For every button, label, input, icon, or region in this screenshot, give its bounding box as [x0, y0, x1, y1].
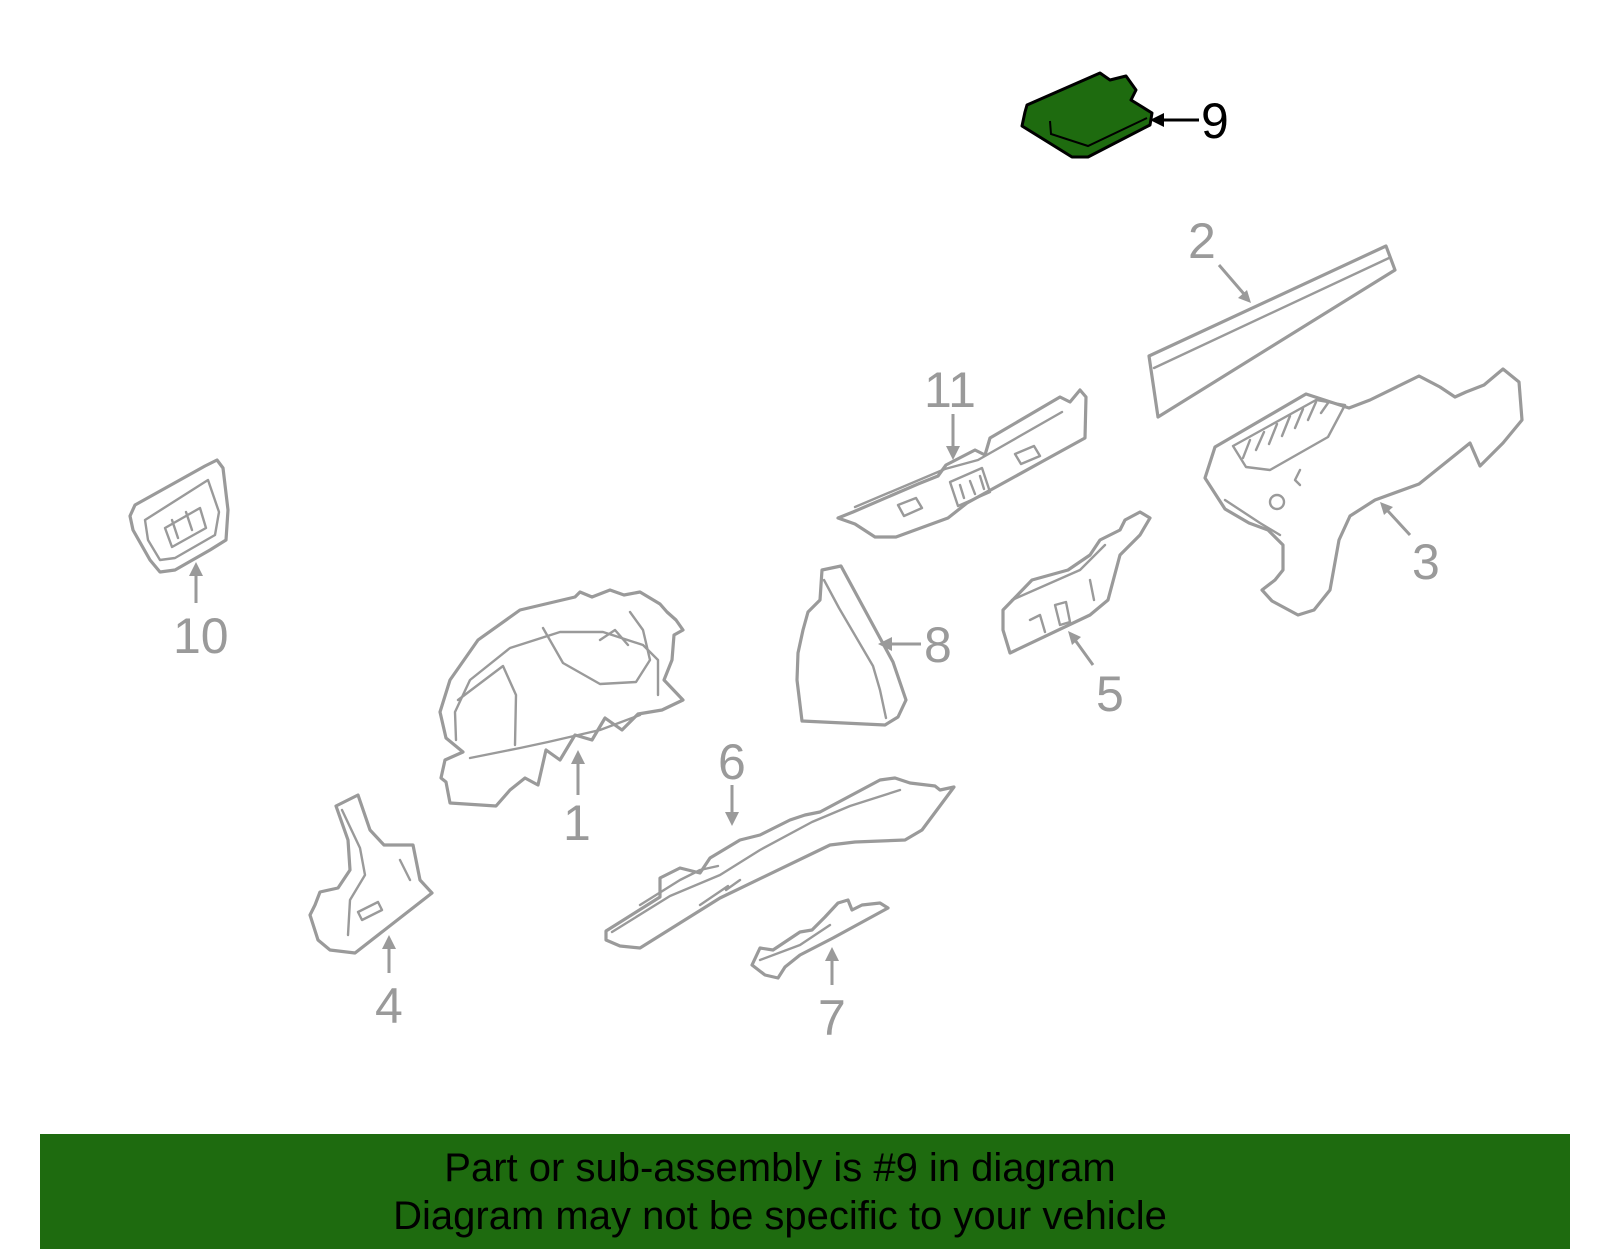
callout-leader-1 — [571, 750, 585, 795]
callout-leader-4 — [382, 935, 396, 973]
callout-leader-2 — [1217, 264, 1251, 303]
part-10[interactable] — [128, 458, 230, 574]
callout-leader-11 — [946, 414, 960, 460]
callout-leader-7 — [825, 947, 839, 985]
callout-2: 2 — [1188, 213, 1216, 269]
callout-7: 7 — [818, 990, 846, 1046]
callout-5: 5 — [1096, 666, 1124, 722]
callout-11: 11 — [924, 362, 976, 418]
part-8[interactable] — [795, 564, 908, 727]
callout-10: 10 — [173, 608, 229, 664]
callout-leader-6 — [725, 785, 739, 826]
callout-4: 4 — [375, 978, 403, 1034]
banner-line-disclaimer: Diagram may not be specific to your vehi… — [393, 1194, 1167, 1238]
part-9-highlighted[interactable] — [1020, 71, 1154, 159]
part-2[interactable] — [1147, 244, 1397, 419]
callout-9: 9 — [1201, 93, 1229, 149]
callout-leader-10 — [189, 562, 203, 603]
info-banner: Part or sub-assembly is #9 in diagram Di… — [40, 1134, 1570, 1249]
callout-6: 6 — [718, 734, 746, 790]
part-11[interactable] — [836, 388, 1088, 539]
part-4[interactable] — [308, 793, 434, 955]
callout-leader-3 — [1380, 502, 1412, 537]
part-3[interactable] — [1203, 367, 1524, 617]
part-5[interactable] — [1001, 510, 1152, 655]
part-6[interactable] — [604, 776, 956, 950]
callout-3: 3 — [1412, 534, 1440, 590]
callout-leader-5 — [1068, 631, 1095, 666]
callout-leader-8 — [878, 637, 921, 651]
banner-line-part: Part or sub-assembly is #9 in diagram — [444, 1146, 1116, 1190]
part-7[interactable] — [750, 898, 890, 980]
callout-leader-9 — [1150, 113, 1199, 127]
callout-8: 8 — [924, 617, 952, 673]
part-1[interactable] — [438, 588, 685, 808]
callout-1: 1 — [563, 795, 591, 851]
